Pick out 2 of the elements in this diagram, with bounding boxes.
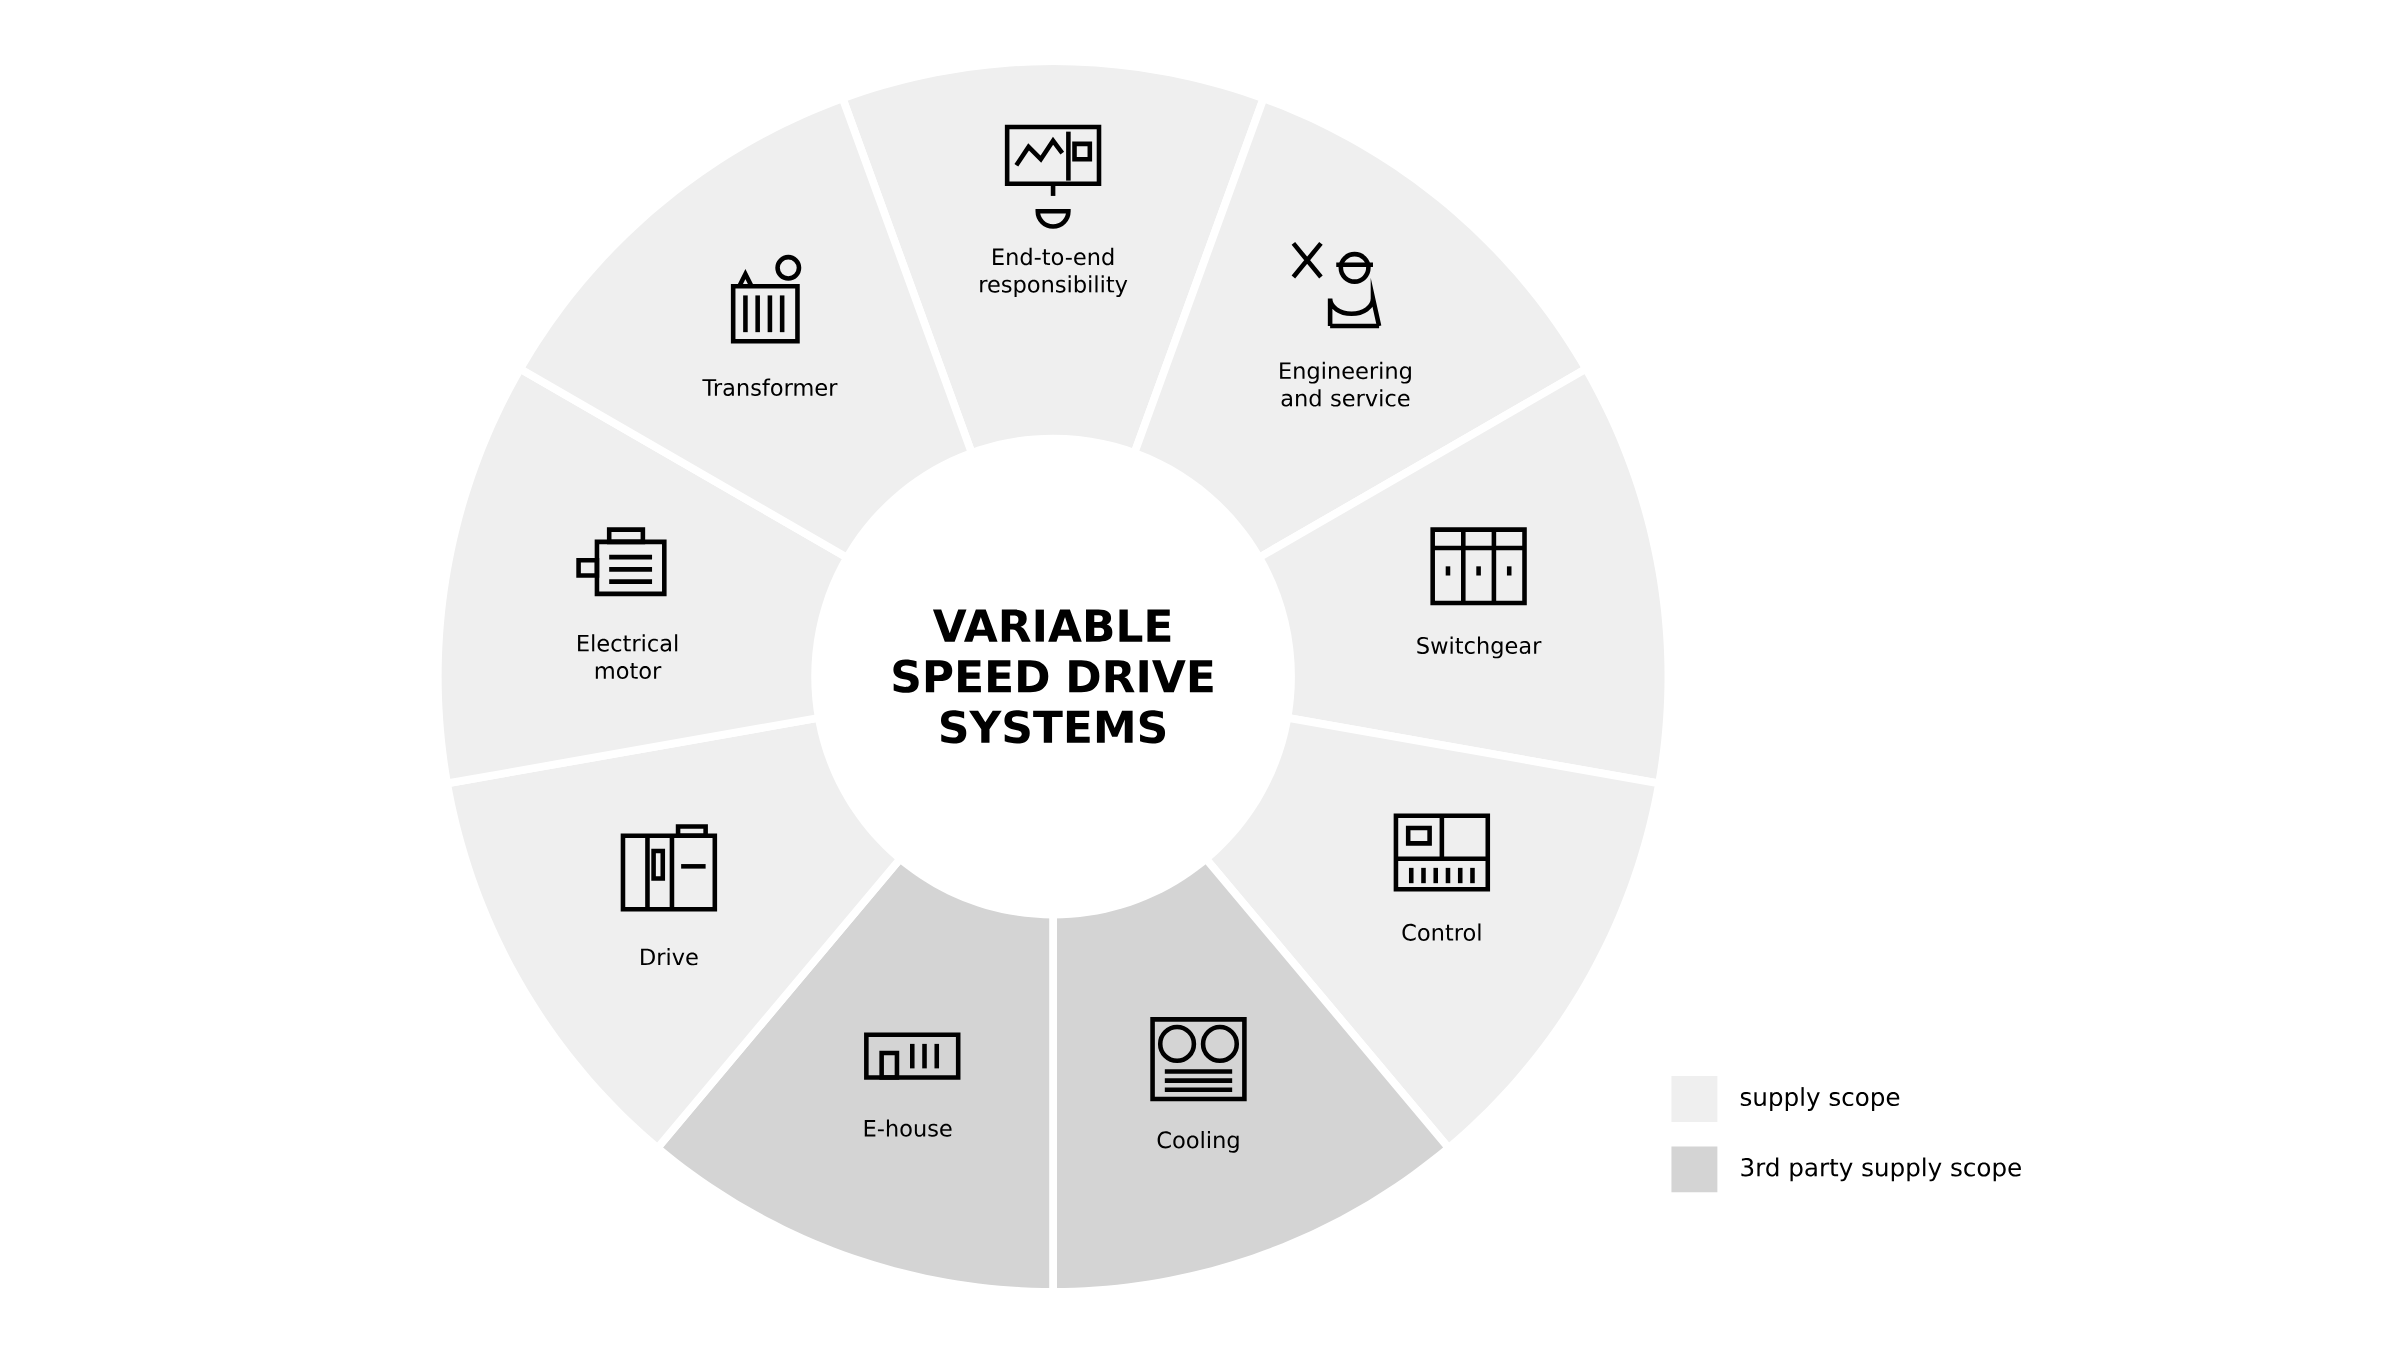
legend-label: supply scope (1740, 1087, 1900, 1112)
legend-label: 3rd party supply scope (1741, 1157, 2021, 1182)
